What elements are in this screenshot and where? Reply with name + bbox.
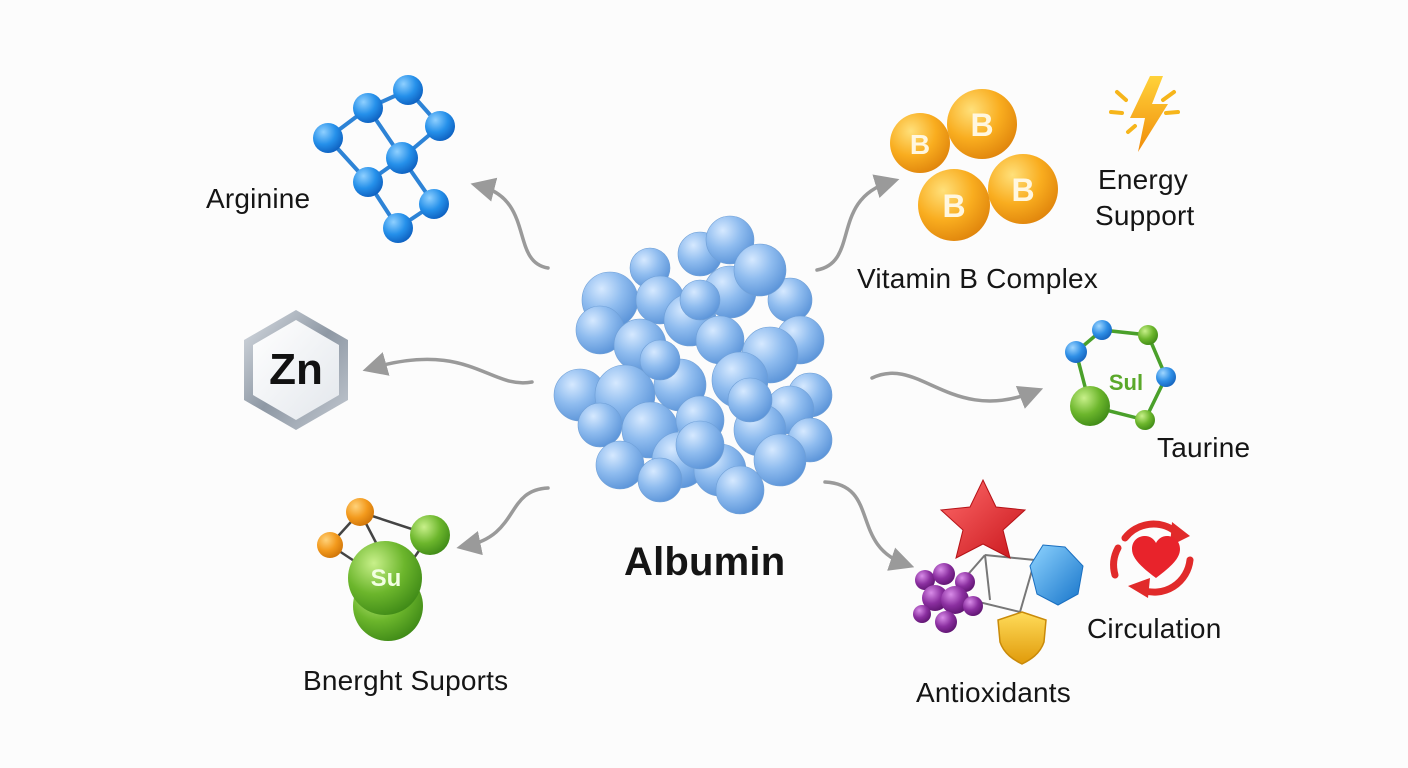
circulation-label: Circulation — [1087, 613, 1222, 644]
albumin-sphere — [679, 279, 721, 321]
albumin-sphere — [595, 440, 645, 490]
arrow-to-taurine — [870, 371, 1044, 409]
arginine-molecule-icon — [313, 75, 455, 243]
bnerght-symbol: Su — [371, 565, 402, 592]
albumin-molecule-icon — [553, 215, 833, 515]
antioxidants-label: Antioxidants — [916, 677, 1071, 708]
arginine-label: Arginine — [206, 183, 311, 214]
albumin-sphere — [753, 433, 807, 487]
albumin-sphere — [727, 377, 773, 423]
albumin-label: Albumin — [624, 540, 786, 584]
arrow-to-arginine — [470, 177, 550, 270]
albumin-sphere — [637, 457, 683, 503]
bnerght-suports-label: Bnerght Suports — [303, 665, 509, 696]
lightning-icon — [1109, 76, 1180, 152]
connector-arrows — [362, 174, 1044, 571]
albumin-sphere — [715, 465, 765, 515]
antioxidants-cluster — [913, 478, 1084, 665]
energy-label: Energy — [1098, 164, 1188, 195]
vitamin-b-complex-label: Vitamin B Complex — [857, 263, 1098, 294]
taurine-symbol: Sul — [1109, 370, 1143, 395]
vitamin-b-letter: B — [942, 188, 965, 224]
arrow-to-bnerght — [456, 486, 550, 556]
zinc-symbol: Zn — [269, 345, 323, 394]
star-icon — [939, 478, 1027, 559]
taurine-label: Taurine — [1157, 432, 1251, 463]
bnerght-molecule-icon: Su — [317, 498, 450, 641]
vitamin-b-spheres-icon: B B B B — [890, 89, 1058, 241]
vitamin-b-letter: B — [1011, 172, 1034, 208]
grape-cluster-icon — [913, 563, 983, 633]
shield-icon — [997, 611, 1047, 665]
vitamin-b-letter: B — [970, 107, 993, 143]
zinc-hexagon-icon: Zn — [244, 310, 348, 430]
albumin-sphere — [675, 420, 725, 470]
arrow-to-antioxidants — [823, 480, 915, 571]
albumin-sphere — [639, 339, 681, 381]
arrow-to-zinc — [362, 352, 534, 385]
taurine-molecule-icon: Sul — [1065, 320, 1176, 430]
arrow-to-vitamin-b — [815, 174, 900, 272]
heart-circulation-icon — [1110, 520, 1194, 598]
vitamin-b-letter: B — [910, 129, 930, 160]
albumin-sphere — [733, 243, 787, 297]
gem-icon — [1029, 544, 1084, 606]
albumin-sphere — [577, 402, 623, 448]
support-label: Support — [1095, 200, 1195, 231]
